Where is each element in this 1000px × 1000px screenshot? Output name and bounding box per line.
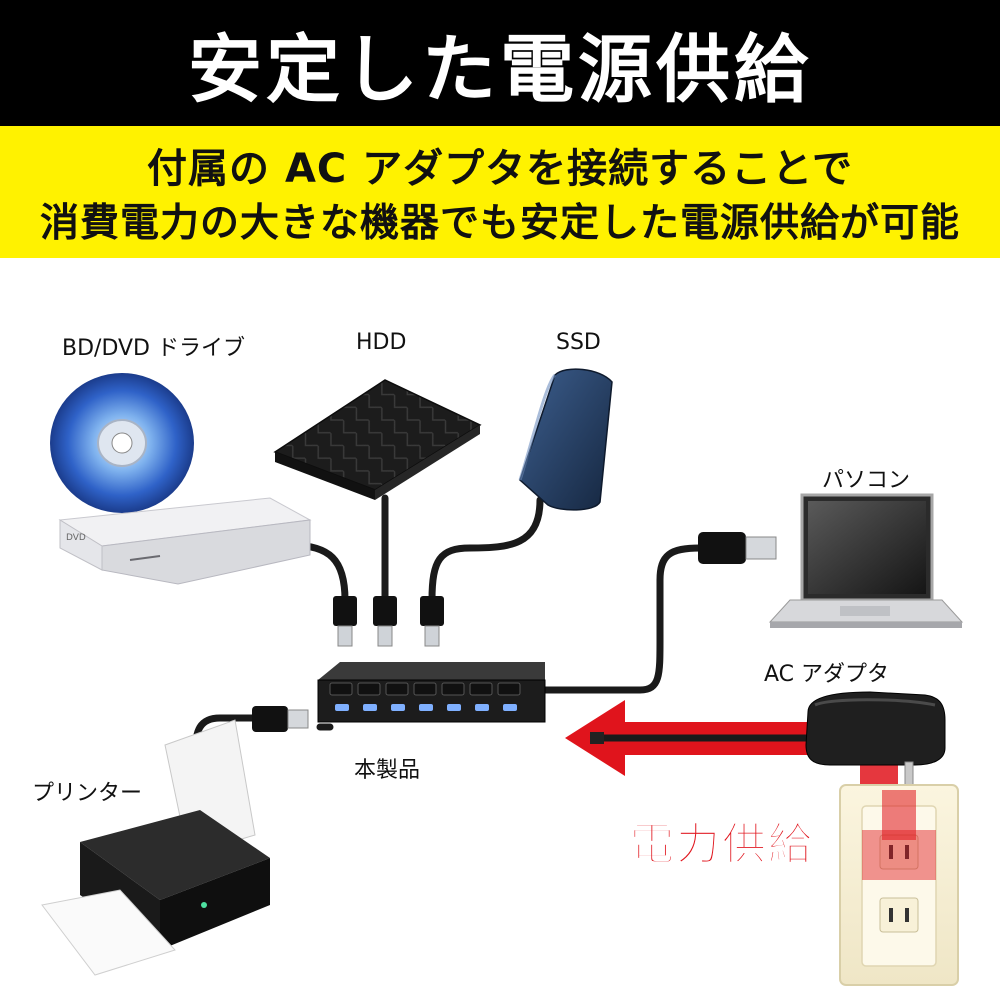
usb-plugs-into-hub — [333, 596, 444, 647]
label-ac-adapter: AC アダプタ — [764, 662, 890, 687]
svg-text:DVD: DVD — [66, 533, 86, 543]
printer-usb-plug — [252, 706, 309, 732]
bd-dvd-disc-icon — [50, 373, 194, 513]
ssd-icon — [518, 368, 613, 511]
label-bd-dvd-drive: BD/DVD ドライブ — [62, 336, 245, 361]
ssd-cable — [428, 496, 544, 616]
subtitle-line-2: 消費電力の大きな機器でも安定した電源供給が可能 — [39, 201, 960, 246]
label-hdd: HDD — [356, 330, 407, 355]
laptop-pc-icon — [768, 493, 964, 628]
usb-hub-product-icon — [317, 662, 546, 723]
wall-outlet-icon — [839, 784, 959, 986]
subtitle-line-1: 付属の AC アダプタを接続することで — [147, 146, 853, 192]
label-product: 本製品 — [354, 758, 421, 783]
label-power-supply: 電力供給 — [630, 819, 814, 871]
hdd-icon — [273, 379, 482, 500]
main-title-banner: 安定した電源供給 — [0, 0, 1000, 126]
label-pc: パソコン — [822, 468, 911, 493]
pc-usb-plug — [698, 532, 777, 564]
subtitle-band: 付属の AC アダプタを接続することで 消費電力の大きな機器でも安定した電源供給… — [0, 126, 1000, 258]
pc-cable — [541, 544, 704, 694]
main-title: 安定した電源供給 — [188, 26, 812, 113]
ac-adapter-icon — [805, 691, 946, 791]
label-printer: プリンター — [32, 781, 143, 806]
bd-dvd-drive-icon: DVD — [58, 497, 312, 585]
cables — [191, 494, 704, 779]
label-ssd: SSD — [556, 330, 601, 355]
ac-adapter-cable — [590, 732, 808, 744]
printer-icon — [41, 719, 270, 976]
